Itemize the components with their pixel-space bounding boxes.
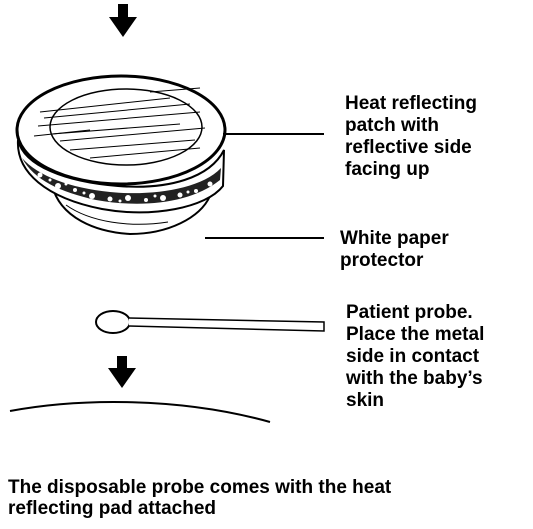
probe-label-line: Place the metal (346, 324, 484, 346)
patch-label-line: patch with (345, 115, 477, 137)
paper-label-line: White paper (340, 228, 449, 250)
diagram-caption: The disposable probe comes with the heat… (8, 477, 391, 519)
paper-protector-label: White paper protector (340, 228, 449, 272)
probe-label-line: side in contact (346, 346, 484, 368)
patient-probe-label: Patient probe. Place the metal side in c… (346, 302, 484, 412)
paper-label-line: protector (340, 250, 449, 272)
caption-line: reflecting pad attached (8, 498, 391, 519)
probe-label-line: Patient probe. (346, 302, 484, 324)
patch-label-line: Heat reflecting (345, 93, 477, 115)
down-arrow-icon (109, 4, 137, 37)
patch-label-line: reflective side (345, 137, 477, 159)
patch-label: Heat reflecting patch with reflective si… (345, 93, 477, 181)
skin-surface-line (10, 402, 270, 422)
caption-line: The disposable probe comes with the heat (8, 477, 391, 498)
heat-reflecting-patch (17, 76, 225, 212)
patient-probe (96, 311, 324, 333)
probe-label-line: with the baby’s (346, 368, 484, 390)
down-arrow-icon (108, 356, 136, 388)
patch-label-line: facing up (345, 159, 477, 181)
probe-label-line: skin (346, 390, 484, 412)
